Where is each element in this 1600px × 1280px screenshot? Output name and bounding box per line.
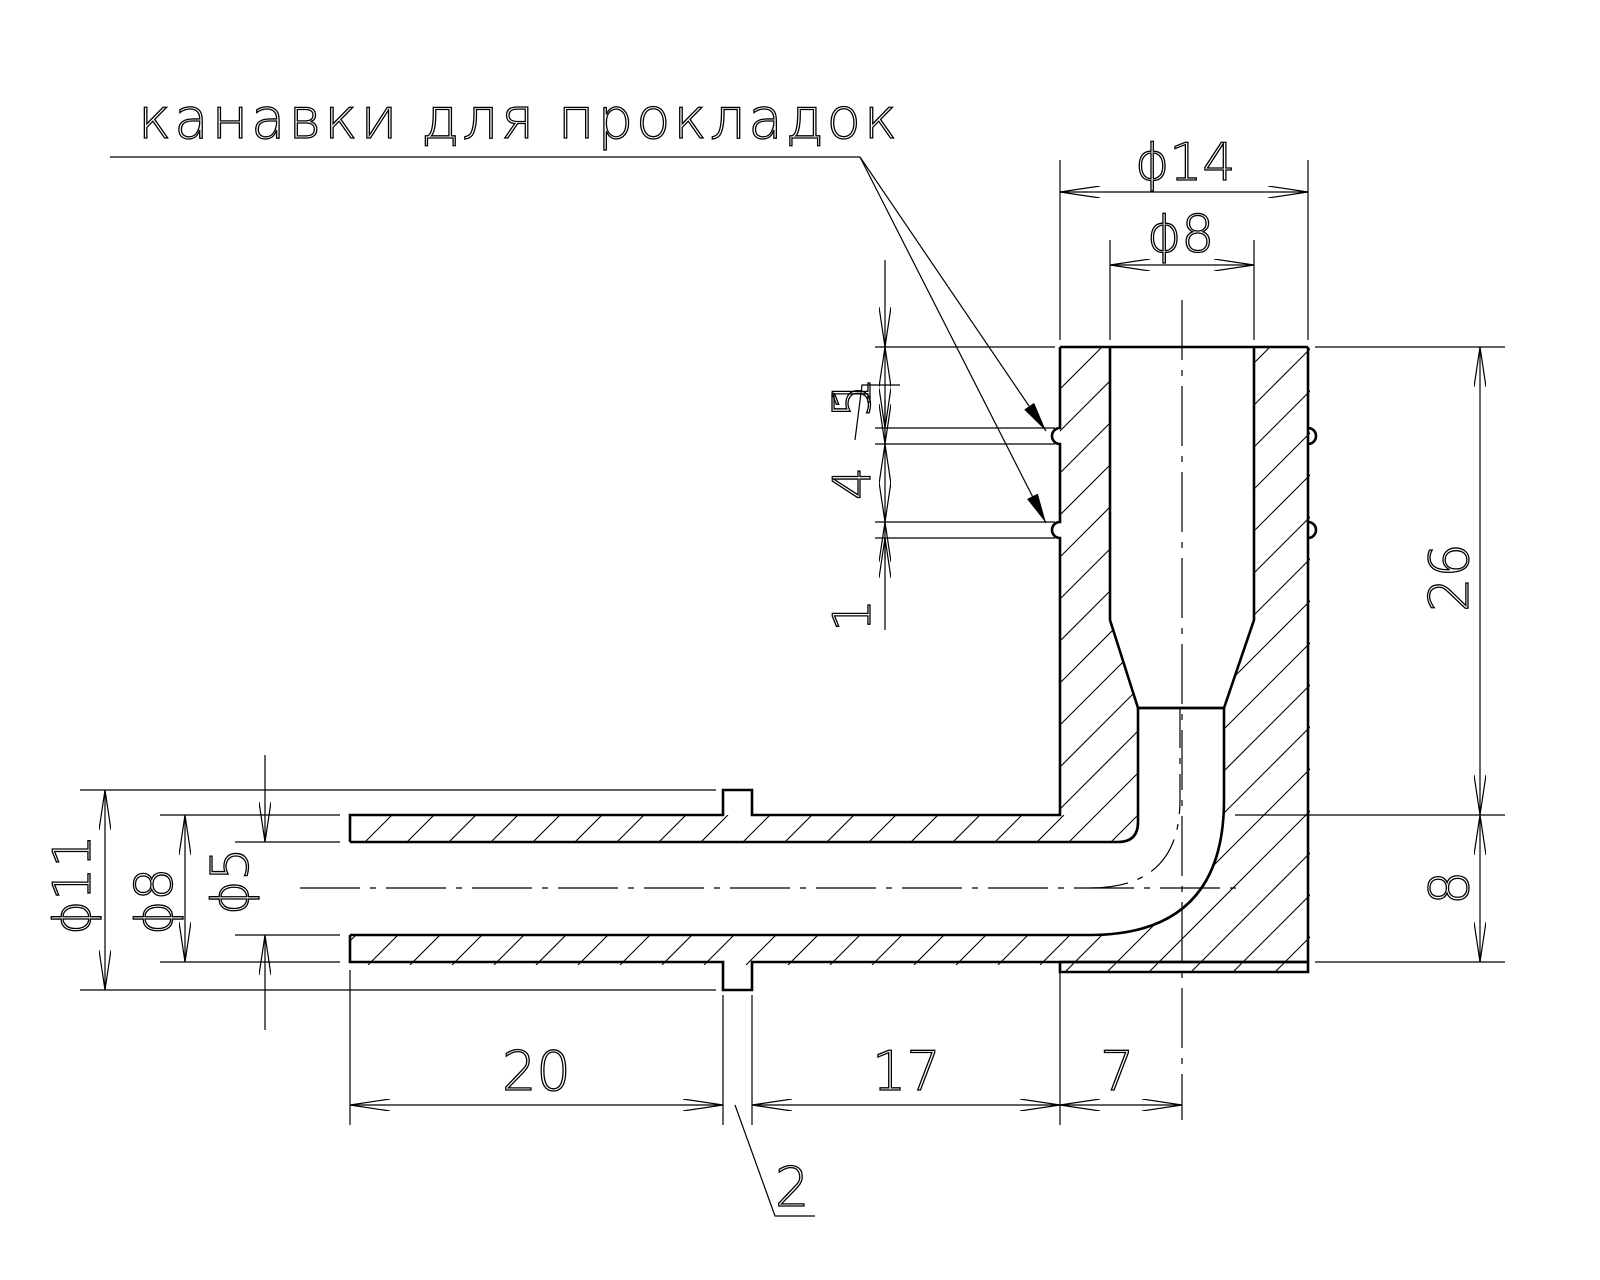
bore-region	[350, 347, 1254, 935]
hatch-line	[1039, 934, 1070, 965]
dim-length-mid: 17	[872, 1040, 941, 1103]
hatch-line	[1148, 810, 1310, 972]
dim-groove-width-top: 1	[823, 377, 883, 410]
dim-inner-dia-tube: ϕ5	[201, 848, 261, 915]
callout-label: канавки для прокладок	[138, 87, 900, 152]
part-outline	[348, 345, 1318, 992]
dim-length-tube: 20	[502, 1040, 571, 1103]
dim-outer-dia-flange: ϕ11	[43, 835, 103, 935]
dim-outer-dia-vertical: ϕ14	[1135, 133, 1235, 193]
dim-horizontal-height: 8	[1418, 871, 1481, 905]
dim-flange-width: 2	[775, 1156, 809, 1219]
hatch-line	[1060, 432, 1310, 684]
center-lines	[300, 300, 1240, 1120]
dim-groove-spacing: 4	[823, 467, 883, 500]
dimension-labels: ϕ14 ϕ8 26 8 1 5 4 1 ϕ11 ϕ8 ϕ5 20 17 7 2	[42, 132, 1481, 1219]
dim-groove-offset-top: 5	[823, 385, 883, 418]
hatch-line	[1060, 600, 1310, 852]
dim-length-end: 7	[1100, 1040, 1134, 1103]
dim-inner-dia-vertical: ϕ8	[1147, 205, 1214, 265]
hatch-line	[997, 892, 1070, 965]
hatch-line	[350, 815, 393, 858]
dim-outer-dia-tube: ϕ8	[125, 868, 185, 935]
dimension-lines	[105, 192, 1480, 1217]
hatch-line	[1190, 852, 1310, 972]
extension-lines	[80, 160, 1505, 1125]
callout-leader	[110, 156, 1047, 524]
hatch-line	[1060, 347, 1187, 474]
dim-vertical-height: 26	[1418, 543, 1481, 612]
dim-groove-width-bottom: 1	[823, 599, 883, 632]
hatch-line	[1232, 894, 1310, 972]
